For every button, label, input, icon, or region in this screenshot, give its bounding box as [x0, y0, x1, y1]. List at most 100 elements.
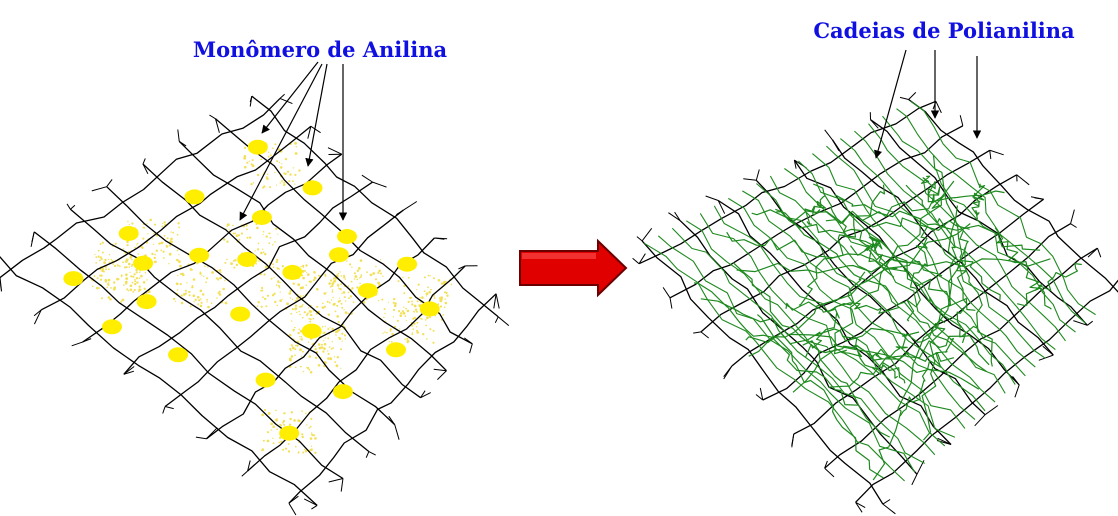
monomer-speckle	[272, 147, 274, 149]
monomer-speckle	[238, 238, 241, 241]
monomer-speckle	[294, 173, 297, 176]
monomer-speckle	[254, 250, 256, 252]
monomer-dot	[189, 247, 210, 263]
fiber-strand	[249, 96, 253, 107]
monomer-speckle	[135, 277, 139, 280]
fiber-strand	[959, 115, 964, 126]
monomer-speckle	[224, 301, 228, 305]
monomer-speckle	[312, 279, 315, 282]
monomer-speckle	[331, 284, 334, 288]
monomer-speckle	[102, 270, 105, 273]
fiber-strand	[632, 257, 640, 265]
monomer-speckle	[161, 225, 164, 228]
monomer-speckle	[419, 297, 421, 299]
monomer-speckle	[116, 277, 119, 281]
monomer-speckle	[369, 273, 373, 277]
monomer-speckle	[151, 252, 154, 256]
monomer-speckle	[142, 237, 145, 240]
monomer-speckle	[337, 272, 340, 275]
monomer-speckle	[284, 157, 288, 161]
monomer-speckle	[297, 331, 300, 335]
monomer-speckle	[206, 298, 209, 301]
monomer-speckle	[350, 280, 353, 283]
monomer-speckle	[277, 281, 280, 284]
monomer-speckle	[298, 328, 301, 331]
monomer-speckle	[324, 275, 327, 277]
monomer-speckle	[297, 419, 300, 422]
pointer-arrow	[873, 49, 907, 159]
fiber-strand	[824, 460, 828, 469]
monomer-speckle	[155, 249, 158, 252]
monomer-speckle	[327, 357, 330, 360]
monomer-speckle	[348, 297, 350, 300]
fiber-strand	[303, 498, 318, 506]
monomer-speckle	[175, 282, 179, 286]
monomer-speckle	[425, 292, 429, 296]
monomer-speckle	[256, 173, 260, 177]
monomer-speckle	[341, 340, 343, 342]
monomer-speckle	[317, 364, 321, 367]
monomer-speckle	[359, 277, 361, 279]
polyaniline-chain	[932, 154, 993, 367]
monomer-speckle	[139, 288, 142, 291]
monomer-speckle	[203, 275, 205, 278]
monomer-speckle	[113, 281, 116, 284]
monomer-speckle	[129, 275, 132, 278]
monomer-speckle	[334, 310, 337, 313]
monomer-speckle	[180, 294, 183, 297]
monomer-speckle	[353, 278, 356, 280]
fiber-strand	[0, 277, 3, 292]
monomer-speckle	[439, 299, 443, 303]
monomer-speckle	[383, 316, 385, 319]
monomer-speckle	[132, 290, 135, 293]
fiber-strand	[974, 414, 986, 427]
monomer-speckle	[176, 258, 179, 262]
monomer-speckle	[235, 234, 239, 237]
monomer-speckle	[343, 296, 346, 299]
monomer-speckle	[294, 152, 298, 155]
monomer-speckle	[232, 232, 235, 234]
fiber-strand	[469, 343, 473, 354]
monomer-speckle	[308, 355, 312, 358]
monomer-speckle	[104, 280, 108, 283]
monomer-speckle	[340, 302, 343, 305]
monomer-speckle	[386, 331, 388, 334]
monomer-speckle	[349, 295, 352, 298]
monomer-speckle	[138, 285, 141, 288]
monomer-dot	[136, 294, 157, 310]
monomer-speckle	[135, 271, 138, 274]
monomer-speckle	[397, 280, 400, 283]
fiber-strand	[831, 139, 1054, 356]
monomer-speckle	[118, 265, 121, 267]
monomer-speckle	[299, 295, 302, 298]
monomer-speckle	[107, 296, 111, 299]
monomer-speckle	[124, 266, 127, 269]
monomer-speckle	[384, 320, 387, 322]
fiber-strand	[759, 387, 764, 401]
monomer-speckle	[393, 304, 397, 308]
monomer-speckle	[207, 305, 210, 309]
monomer-dot	[302, 180, 323, 196]
monomer-speckle	[136, 242, 139, 245]
monomer-speckle	[302, 370, 305, 373]
fiber-strand	[494, 316, 499, 324]
monomer-speckle	[295, 146, 297, 148]
monomer-speckle	[143, 287, 146, 290]
monomer-speckle	[263, 185, 266, 188]
fiber-strand	[641, 240, 884, 505]
fiber-strand	[403, 201, 418, 211]
monomer-speckle	[426, 338, 428, 340]
monomer-speckle	[292, 282, 295, 285]
monomer-speckle	[198, 299, 201, 302]
monomer-speckle	[153, 232, 156, 235]
monomer-speckle	[279, 299, 282, 303]
monomer-speckle	[91, 285, 94, 288]
monomer-speckle	[321, 306, 325, 309]
fiber-strand	[437, 370, 447, 380]
monomer-speckle	[425, 324, 428, 327]
monomer-speckle	[341, 306, 344, 309]
monomer-speckle	[405, 307, 407, 310]
monomer-speckle	[316, 288, 319, 291]
monomer-speckle	[398, 310, 401, 313]
monomer-speckle	[359, 282, 361, 285]
